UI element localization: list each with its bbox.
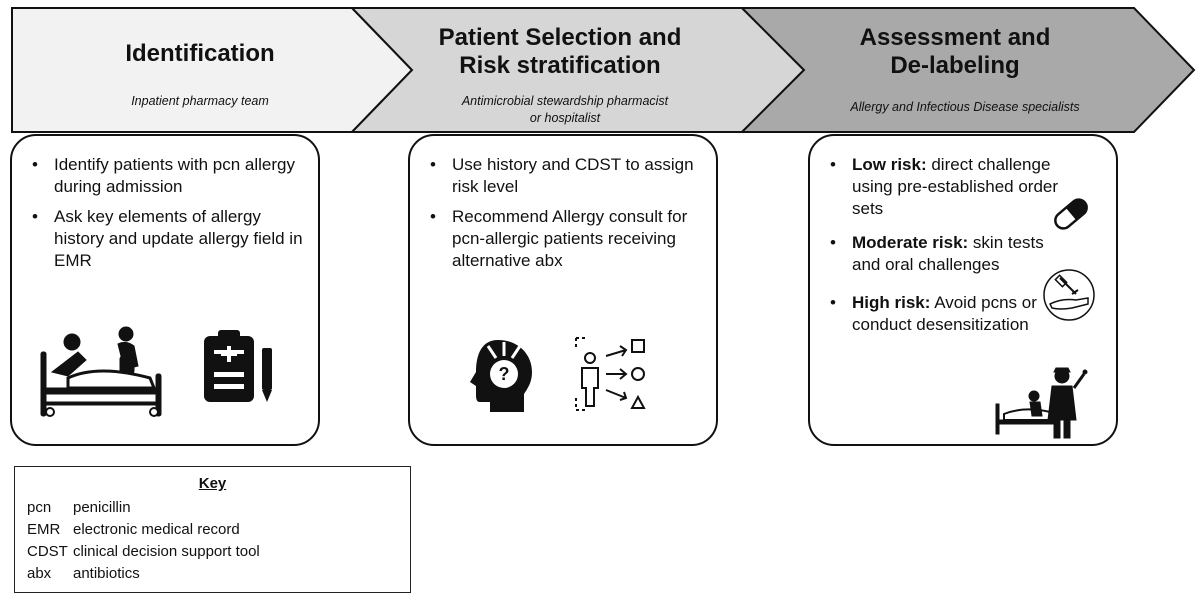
list-item: Recommend Allergy consult for pcn-allerg… <box>426 206 696 272</box>
stage-title-line: Risk stratification <box>459 52 661 79</box>
key-title: Key <box>198 475 227 492</box>
risk-level-label: High risk: <box>852 293 931 312</box>
key-meaning: clinical decision support tool <box>73 543 260 560</box>
stage-title-line: Patient Selection and <box>438 24 682 51</box>
stage-title-selection: Patient Selection and Risk stratificatio… <box>405 24 715 80</box>
hospital-bed-icon <box>40 326 162 417</box>
stage-title-line: De-labeling <box>890 52 1020 79</box>
stage-subtitle-line: Inpatient pharmacy team <box>131 94 269 108</box>
chevron-assessment <box>739 7 1196 133</box>
key-meaning: antibiotics <box>73 565 140 582</box>
doctor-patient-bed-icon <box>995 367 1088 439</box>
list-item: Moderate risk: skin tests and oral chall… <box>826 232 1074 276</box>
stage-title-line: Identification <box>125 40 275 67</box>
risk-level-text: direct challenge using pre-established o… <box>852 155 1059 218</box>
assessment-list: Low risk: direct challenge using pre-est… <box>826 154 1074 344</box>
pill-capsule-icon <box>1054 198 1088 230</box>
risk-level-label: Moderate risk: <box>852 233 969 252</box>
key-abbreviation: EMR <box>27 521 61 538</box>
stage-title-identification: Identification <box>60 40 340 68</box>
list-item: Ask key elements of allergy history and … <box>28 206 306 272</box>
assessment-box: Low risk: direct challenge using pre-est… <box>808 134 1118 446</box>
selection-list: Use history and CDST to assign risk leve… <box>426 154 696 280</box>
stage-subtitle-line: Allergy and Infectious Disease specialis… <box>850 100 1080 114</box>
list-item: Identify patients with pcn allergy durin… <box>28 154 306 198</box>
stage-subtitle-line: Antimicrobial stewardship pharmacist <box>461 94 669 108</box>
selection-box: Use history and CDST to assign risk leve… <box>408 134 718 446</box>
svg-text:?: ? <box>499 364 510 384</box>
key-row: EMR electronic medical record <box>27 521 240 539</box>
stage-title-line: Assessment and <box>859 24 1051 51</box>
clipboard-medical-icon <box>204 330 272 402</box>
list-item: High risk: Avoid pcns or conduct desensi… <box>826 292 1074 336</box>
chevron-process-arrows <box>11 7 1196 133</box>
key-meaning: penicillin <box>73 499 131 516</box>
risk-level-text: skin tests and oral challenges <box>852 233 1044 274</box>
key-row: abx antibiotics <box>27 565 140 583</box>
risk-stratification-icon <box>575 337 646 411</box>
identification-list: Identify patients with pcn allergy durin… <box>28 154 306 280</box>
stage-subtitle-selection: Antimicrobial stewardship pharmacist or … <box>415 93 715 127</box>
key-abbreviation: abx <box>27 565 52 582</box>
chevron-identification <box>11 7 414 133</box>
stage-title-assessment: Assessment and De-labeling <box>810 24 1100 80</box>
key-abbreviation: pcn <box>27 499 52 516</box>
key-legend: Key pcn penicillin EMR electronic medical … <box>14 466 411 593</box>
skin-test-icon <box>1043 269 1095 321</box>
stage-subtitle-assessment: Allergy and Infectious Disease specialis… <box>805 99 1125 116</box>
list-item: Low risk: direct challenge using pre-est… <box>826 154 1074 220</box>
risk-level-label: Low risk: <box>852 155 927 174</box>
key-abbreviation: CDST <box>27 543 68 560</box>
identification-box: Identify patients with pcn allergy durin… <box>10 134 320 446</box>
risk-level-text: Avoid pcns or conduct desensitization <box>852 293 1037 334</box>
list-item: Use history and CDST to assign risk leve… <box>426 154 696 198</box>
key-meaning: electronic medical record <box>73 521 240 538</box>
key-row: pcn penicillin <box>27 499 131 517</box>
head-question-icon: ? <box>470 340 532 412</box>
stage-subtitle-line: or hospitalist <box>529 111 601 125</box>
key-row: CDST clinical decision support tool <box>27 543 260 561</box>
stage-subtitle-identification: Inpatient pharmacy team <box>60 93 340 110</box>
